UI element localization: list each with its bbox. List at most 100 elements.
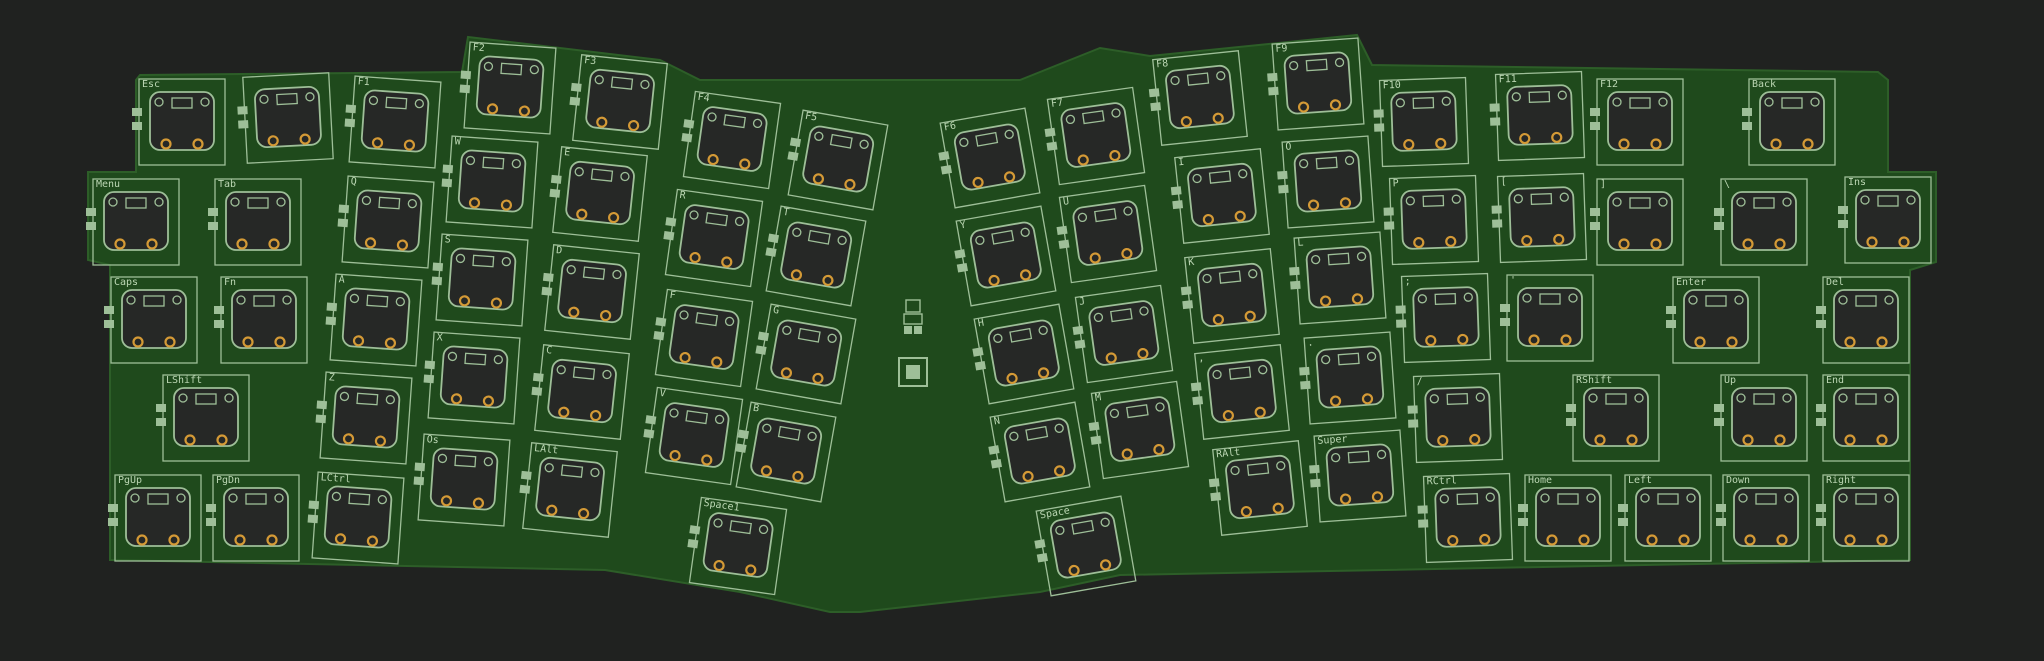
diode-pad xyxy=(569,96,581,106)
switch-body xyxy=(475,55,545,119)
mount-hole xyxy=(993,333,1003,343)
key-footprint: L xyxy=(1289,231,1387,325)
mount-hole xyxy=(414,99,424,109)
led-window xyxy=(1539,293,1561,305)
diode-pad xyxy=(1056,225,1068,236)
key-label: L xyxy=(1297,237,1304,248)
diode-pad xyxy=(532,372,544,382)
solder-pad xyxy=(1105,352,1117,364)
diode-pad xyxy=(1088,421,1100,432)
led-window xyxy=(1228,366,1252,380)
solder-pad xyxy=(1774,434,1786,446)
led-window xyxy=(125,197,147,209)
mount-hole xyxy=(1429,394,1439,404)
diode-pad xyxy=(1170,186,1182,196)
solder-pad xyxy=(1413,236,1425,249)
diode-pad xyxy=(104,320,114,328)
solder-pad xyxy=(568,306,580,318)
key-footprint: Del xyxy=(1816,276,1910,364)
key-footprint: Right xyxy=(1816,474,1910,562)
diode-pad xyxy=(1590,108,1600,116)
diode-pad xyxy=(1268,86,1279,96)
diode-pad xyxy=(1044,127,1056,138)
mount-hole xyxy=(1331,453,1341,463)
mount-hole xyxy=(1192,173,1202,184)
key-label: F xyxy=(669,290,677,302)
key-footprint: , xyxy=(1190,344,1290,440)
mount-hole xyxy=(1212,369,1222,380)
solder-pad xyxy=(1742,434,1754,446)
key-footprint: ; xyxy=(1395,272,1492,364)
mount-hole xyxy=(1884,295,1894,305)
diode-pad xyxy=(237,106,248,115)
key-label: Ins xyxy=(1848,177,1866,188)
led-window xyxy=(1456,492,1479,506)
diode-pad xyxy=(954,249,966,259)
solder-pad xyxy=(1121,448,1133,460)
mount-hole xyxy=(792,227,802,237)
mount-hole xyxy=(594,75,604,85)
switch-body xyxy=(1607,191,1673,251)
led-window xyxy=(1753,393,1775,405)
mount-hole xyxy=(1334,57,1345,68)
key-footprint: Down xyxy=(1716,474,1810,562)
mount-hole xyxy=(1838,295,1848,305)
switch-body xyxy=(341,287,411,351)
key-label: Fn xyxy=(224,277,236,288)
diode-pad xyxy=(108,518,118,526)
solder-pad xyxy=(114,238,126,250)
switch-body xyxy=(1833,387,1899,447)
led-window xyxy=(560,464,584,478)
mount-hole xyxy=(762,423,772,433)
led-window xyxy=(1208,170,1232,184)
diode-pad xyxy=(1190,382,1202,392)
led-window xyxy=(729,520,752,535)
diode-pad xyxy=(1666,320,1676,328)
mount-hole xyxy=(1586,493,1596,503)
key-label: Menu xyxy=(96,179,120,190)
solder-pad xyxy=(1339,197,1352,209)
solder-pad xyxy=(1003,171,1016,183)
led-window xyxy=(245,493,267,505)
key-footprint: ' xyxy=(1500,274,1594,362)
solder-pad xyxy=(1866,236,1878,248)
solder-pad xyxy=(1371,491,1384,503)
key-label: Y xyxy=(959,220,967,232)
diode-pad xyxy=(663,231,675,241)
led-window xyxy=(1337,352,1360,366)
solder-pad xyxy=(468,197,481,209)
diode-pad xyxy=(441,178,453,188)
solder-pad xyxy=(679,351,691,364)
solder-pad xyxy=(1447,534,1459,547)
key-label: F9 xyxy=(1275,43,1288,55)
solder-pad xyxy=(366,535,379,547)
key-outline xyxy=(427,331,521,425)
key-label: P xyxy=(1393,178,1399,189)
diode-pad xyxy=(1418,519,1429,528)
mount-hole xyxy=(602,369,612,380)
mount-hole xyxy=(282,295,292,305)
mount-hole xyxy=(713,518,723,528)
switch-body xyxy=(1293,149,1363,213)
key-footprint: End xyxy=(1816,374,1910,462)
diode-pad xyxy=(542,272,554,282)
key-footprint: / xyxy=(1407,372,1504,464)
diode-pad xyxy=(1289,266,1300,276)
key-label: Super xyxy=(1317,434,1348,447)
key-label: M xyxy=(1094,392,1102,404)
key-label: K xyxy=(1188,257,1195,269)
led-window xyxy=(195,393,217,405)
key-footprint: [ xyxy=(1491,172,1588,264)
key-outline xyxy=(955,205,1057,307)
diode-pad xyxy=(1074,339,1086,349)
key-footprint: G xyxy=(755,303,857,405)
mount-hole xyxy=(640,79,650,90)
key-outline xyxy=(973,303,1075,405)
key-label: F6 xyxy=(943,121,957,134)
led-window xyxy=(356,392,379,406)
key-footprint: B xyxy=(735,401,837,503)
led-window xyxy=(348,492,371,506)
diode-pad xyxy=(1500,318,1510,326)
key-footprint: Space xyxy=(1034,495,1137,597)
